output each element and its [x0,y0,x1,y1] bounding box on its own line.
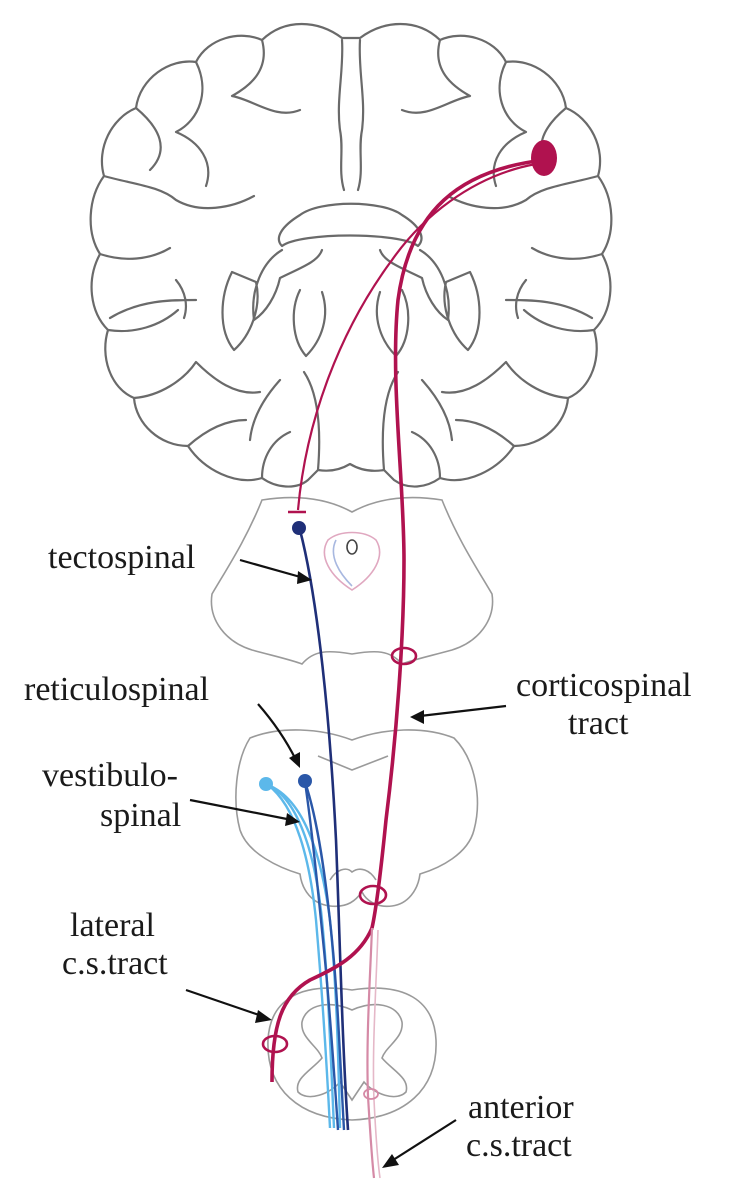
reticulospinal-fiber-2 [303,781,340,1131]
leader-lines [185,558,507,1168]
corticospinal-main-axon [370,158,545,929]
vestibulospinal-arrowhead [285,813,300,826]
lateral-cs-leader [185,988,263,1018]
label-lateral-line1: lateral [70,907,155,944]
tectospinal-arrowhead [297,571,312,584]
left-thalamus [292,288,327,358]
right-thalamus [375,288,410,358]
medulla-outline [235,729,479,908]
label-vestibulospinal-line1: vestibulo- [42,757,178,794]
right-basal-ganglia [443,270,481,352]
aqueduct-region [323,531,381,591]
medullary-pyramid-ring [358,884,388,906]
reticulospinal-tract [303,781,346,1131]
label-lateral-line2: c.s.tract [62,945,168,982]
cerebral-aqueduct [346,539,358,555]
reticulospinal-arrowhead [289,752,300,768]
left-gyri [98,38,302,480]
right-lateral-fissure [504,278,594,320]
anterior-cs-ring [363,1088,379,1100]
medulla-inner [317,755,389,881]
brain-coronal-section [89,22,613,488]
lateral-cs-arrowhead [255,1010,272,1023]
vestibular-nucleus-soma [259,777,273,791]
anterior-cs-leader [389,1119,457,1163]
corticotectal-branch [296,162,537,511]
label-reticulospinal: reticulospinal [24,671,209,708]
reticulospinal-leader [257,703,297,761]
left-lateral-fissure [108,278,198,320]
midbrain-cs-ring [390,646,418,666]
vestibulospinal-leader [189,798,293,822]
spinal-cord-outline [267,987,437,1121]
reticular-formation-soma [298,774,312,788]
longitudinal-fissure [337,38,365,192]
corticospinal-arrowhead [410,710,424,724]
anterior-cs-tract-axon-2 [372,929,381,1179]
label-anterior-line1: anterior [468,1089,574,1126]
cerebrum-outline [89,22,613,488]
corticospinal-leader [419,704,507,718]
gray-matter [296,1003,408,1102]
corticospinal-tract [261,140,557,1179]
midbrain-outline [210,496,494,665]
right-ventricle [378,248,450,322]
lateral-cs-ring [261,1034,289,1054]
corpus-callosum [277,202,423,248]
vestibulospinal-tract [267,783,342,1129]
aqueduct-blue-edge [332,539,353,587]
anterior-cs-arrowhead [382,1154,399,1168]
tectospinal-leader [239,558,305,580]
label-corticospinal-line2: tract [568,705,629,742]
medulla-section [235,729,479,908]
diencephalon-base [248,370,454,472]
label-vestibulospinal-line2: spinal [100,797,181,834]
vestibulospinal-fiber-3 [267,784,332,1129]
reticulospinal-fiber-1 [303,781,346,1131]
midbrain-section [210,496,494,665]
cortical-motor-neuron-soma [531,140,557,176]
tectospinal-tract [292,521,350,1131]
label-corticospinal-line1: corticospinal [516,667,692,704]
lateral-cs-tract-axon [270,927,374,1083]
right-gyri [400,38,604,480]
left-ventricle [252,248,324,322]
superior-colliculus-soma [292,521,306,535]
tectospinal-axon [298,529,350,1131]
left-basal-ganglia [221,270,259,352]
label-anterior-line2: c.s.tract [466,1127,572,1164]
label-tectospinal: tectospinal [48,539,195,576]
spinal-cord-section [267,987,437,1121]
labels: tectospinal reticulospinal vestibulo- sp… [24,539,692,1164]
